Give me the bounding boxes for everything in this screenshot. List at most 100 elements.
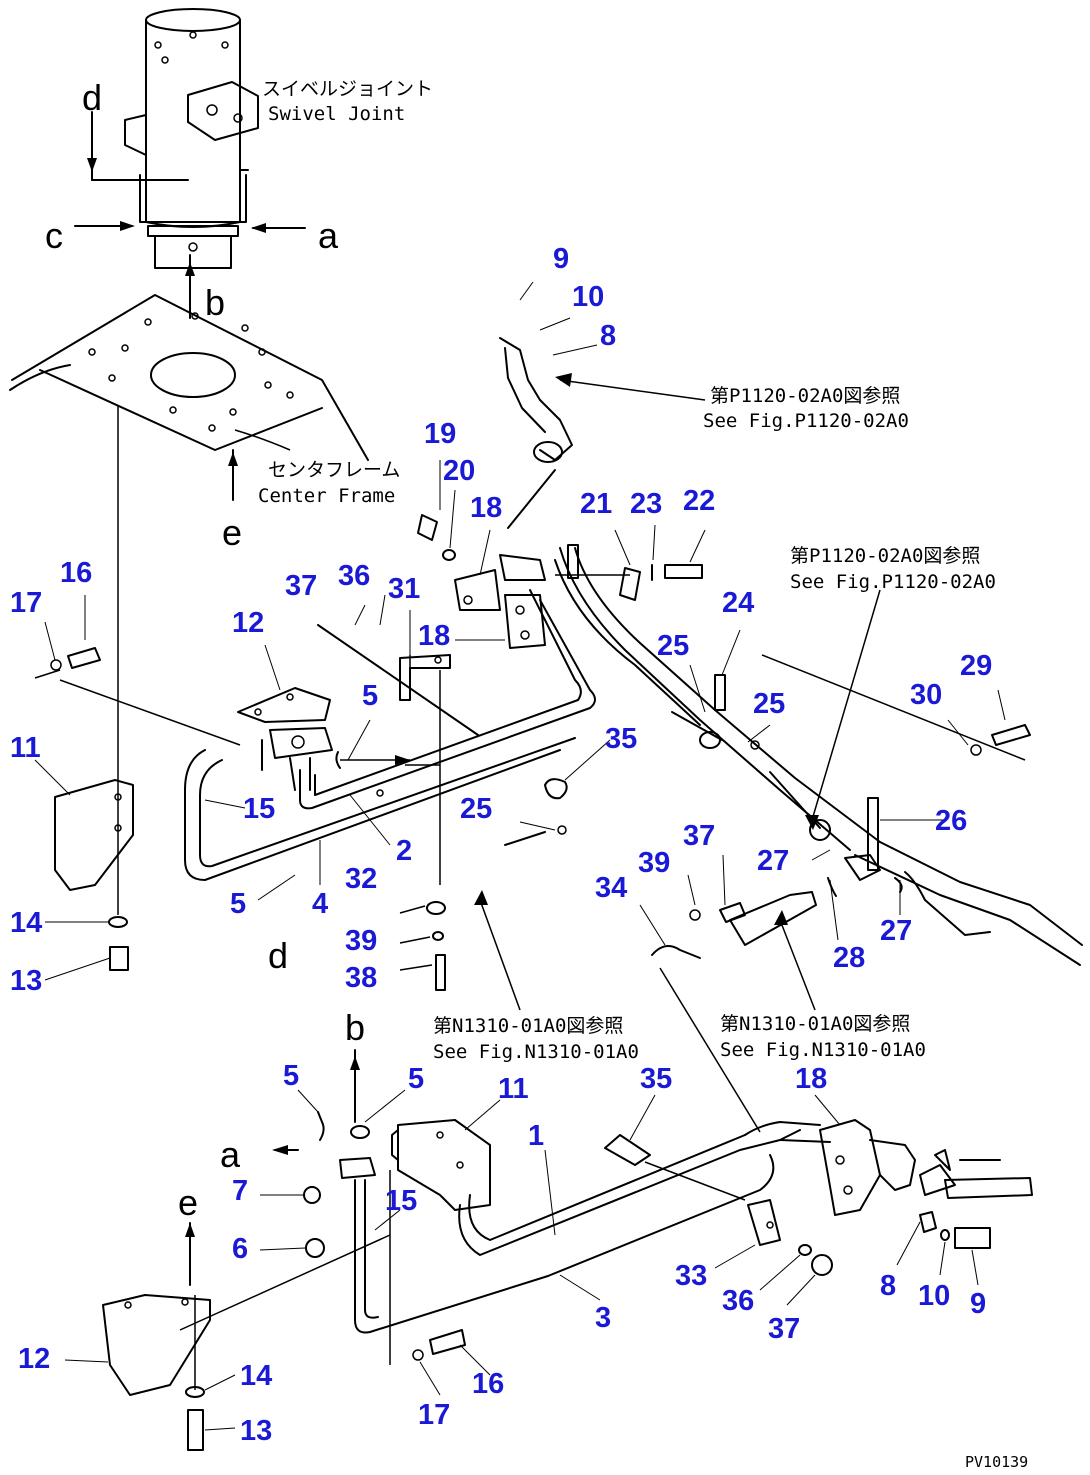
ref-p1120-en-2: See Fig.P1120-02A0 [790, 571, 996, 593]
fittings-32-39-38 [399, 901, 446, 991]
part-number: 16 [60, 557, 92, 589]
part-number: 17 [10, 587, 42, 619]
part-number: 22 [683, 485, 715, 517]
view-letter-d-lower: d [268, 935, 288, 976]
lower-assembly [179, 1049, 1033, 1365]
leader-lines [34, 281, 1006, 1431]
callout-texts: スイベルジョイント Swivel Joint センタフレーム Center Fr… [258, 78, 1028, 1471]
part-number: 15 [243, 793, 275, 825]
part-number: 18 [795, 1063, 827, 1095]
part-number: 14 [10, 907, 42, 939]
part-number: 33 [675, 1260, 707, 1292]
part-number: 7 [232, 1175, 248, 1207]
part-number: 28 [833, 942, 865, 974]
part-number: 6 [232, 1233, 248, 1265]
view-letter-d: d [82, 77, 102, 118]
center-frame-label-en: Center Frame [258, 485, 395, 507]
ref-n1310-jp-1: 第N1310-01A0図参照 [433, 1015, 623, 1037]
part-number: 25 [657, 630, 689, 662]
ref-n1310-en-1: See Fig.N1310-01A0 [433, 1041, 639, 1063]
part-number: 10 [918, 1280, 950, 1312]
part-number: 37 [683, 820, 715, 852]
part-number: 38 [345, 962, 377, 994]
view-letters: a c d b e d b a e [45, 77, 365, 1223]
part-number: 3 [595, 1302, 611, 1334]
part-number: 13 [10, 965, 42, 997]
part-number: 5 [362, 680, 378, 712]
ref-n1310-en-2: See Fig.N1310-01A0 [720, 1039, 926, 1061]
part-number: 17 [418, 1399, 450, 1431]
view-letter-b: b [205, 282, 225, 323]
part-number: 18 [418, 620, 450, 652]
part-number: 16 [472, 1368, 504, 1400]
part-number: 5 [230, 888, 246, 920]
part-number: 18 [470, 492, 502, 524]
ref-n1310-jp-2: 第N1310-01A0図参照 [720, 1013, 910, 1035]
part-number: 27 [880, 915, 912, 947]
part-number: 9 [970, 1288, 986, 1320]
part-number: 5 [408, 1063, 424, 1095]
valve-upper [237, 687, 410, 791]
part-number: 24 [722, 587, 754, 619]
part-number: 35 [605, 723, 637, 755]
part-number: 12 [232, 607, 264, 639]
part-number: 32 [345, 863, 377, 895]
hoses-upper [499, 337, 1083, 966]
part-number: 37 [285, 570, 317, 602]
swivel-joint [124, 8, 259, 269]
ref-arrows-n1310 [474, 589, 881, 1133]
swivel-joint-label-jp: スイベルジョイント [262, 78, 433, 100]
ref-p1120-jp-2: 第P1120-02A0図参照 [790, 545, 980, 567]
center-frame [9, 294, 369, 501]
part-number: 35 [640, 1063, 672, 1095]
view-letter-e: e [222, 512, 242, 553]
part-number: 31 [388, 573, 420, 605]
part-number: 26 [935, 805, 967, 837]
center-frame-label-jp: センタフレーム [268, 459, 400, 481]
part-number: 1 [528, 1120, 544, 1152]
part-number: 39 [345, 925, 377, 957]
part-number: 36 [338, 560, 370, 592]
bracket-31 [399, 654, 451, 885]
ref-p1120-jp-1: 第P1120-02A0図参照 [710, 385, 900, 407]
view-letter-e-lower: e [178, 1182, 198, 1223]
ref-p1120-en-1: See Fig.P1120-02A0 [703, 410, 909, 432]
part-number: 8 [600, 320, 616, 352]
swivel-joint-label-en: Swivel Joint [268, 103, 405, 125]
part-number: 14 [240, 1360, 272, 1392]
tubes-upper [184, 589, 596, 881]
part-number: 21 [580, 488, 612, 520]
part-number: 36 [722, 1285, 754, 1317]
part-number: 34 [595, 872, 627, 904]
part-number: 4 [312, 888, 328, 920]
swivel-view-arrows [74, 111, 306, 319]
view-letter-a: a [318, 215, 339, 256]
part-number: 13 [240, 1415, 272, 1447]
part-number: 10 [572, 281, 604, 313]
part-number: 27 [757, 845, 789, 877]
part-number: 23 [630, 488, 662, 520]
part-number: 19 [424, 418, 456, 450]
part-number: 25 [753, 688, 785, 720]
part-number: 29 [960, 650, 992, 682]
part-number: 37 [768, 1313, 800, 1345]
part-number: 39 [638, 847, 670, 879]
part-number: 25 [460, 793, 492, 825]
part-number: 2 [396, 835, 412, 867]
part-number: 20 [443, 455, 475, 487]
part-number: 15 [385, 1185, 417, 1217]
part-numbers: 9 10 8 19 20 18 21 23 22 24 25 25 25 29 … [10, 243, 992, 1447]
part-number: 11 [498, 1073, 529, 1105]
part-number: 12 [18, 1343, 50, 1375]
bracket-11-upper [34, 405, 241, 971]
part-number: 9 [553, 243, 569, 275]
figure-code: PV10139 [965, 1453, 1028, 1471]
view-letter-c: c [45, 215, 63, 256]
part-number: 5 [283, 1060, 299, 1092]
view-letter-a-lower: a [220, 1134, 241, 1175]
part-number: 11 [10, 732, 41, 764]
bracket-12-lower [102, 1145, 466, 1451]
part-number: 8 [880, 1270, 896, 1302]
